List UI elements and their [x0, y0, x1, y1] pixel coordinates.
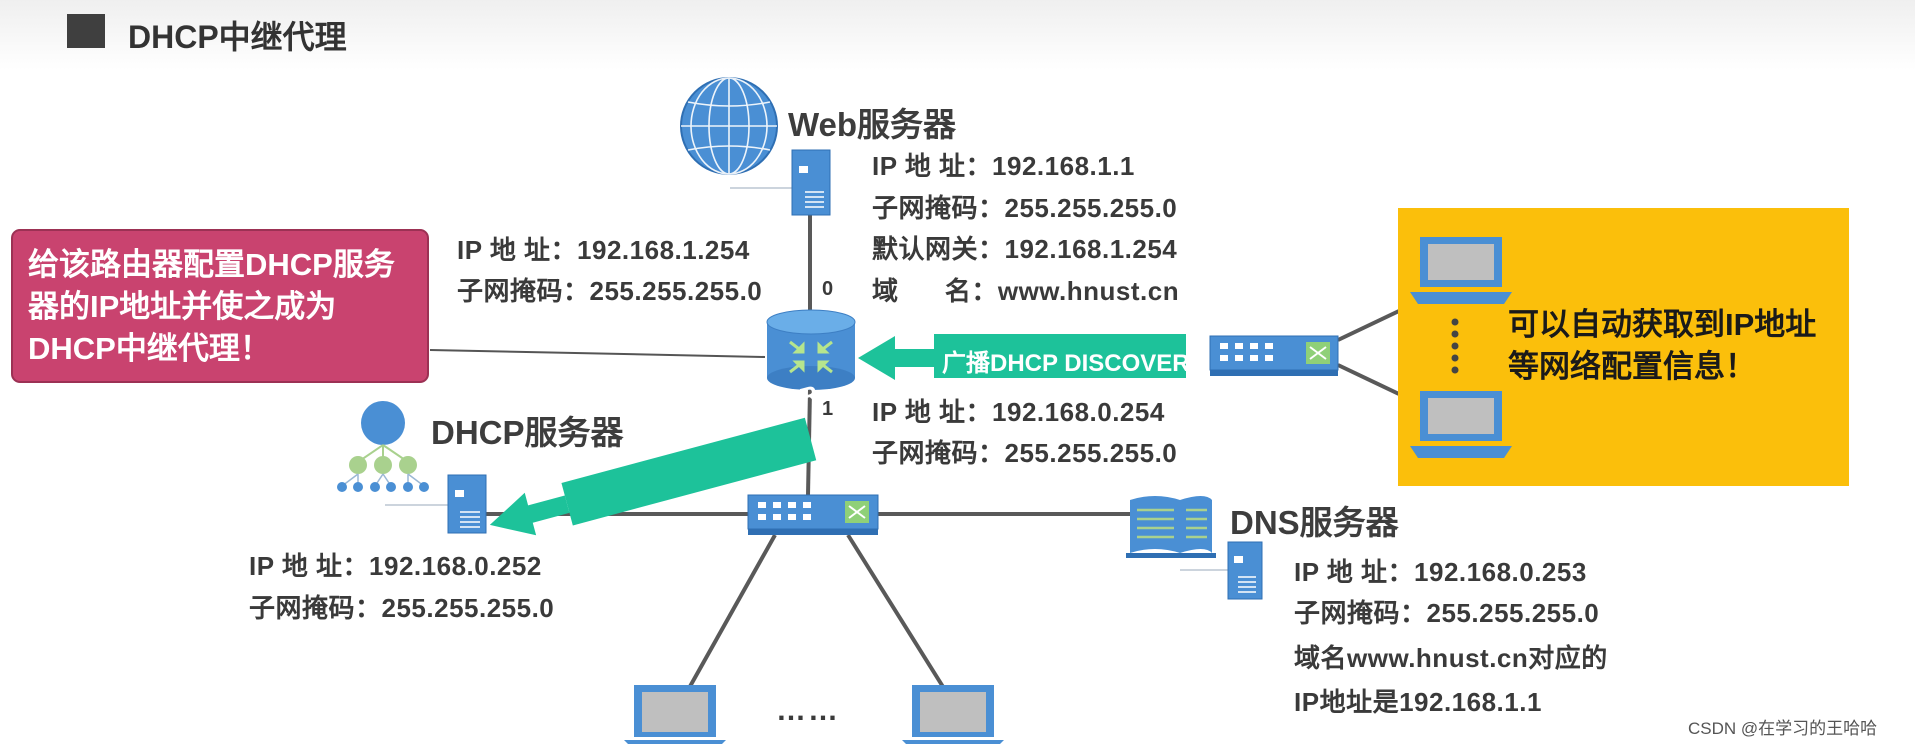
hierarchy-icon	[337, 401, 429, 492]
web-server-domain: 域 名：www.hnust.cn	[872, 276, 1180, 306]
web-server-name: Web服务器	[788, 106, 957, 143]
router-icon	[766, 309, 856, 390]
callout-pointer-line	[429, 349, 766, 358]
laptop-icon	[624, 685, 726, 744]
router-lower-ip: IP 地 址：192.168.0.254	[872, 397, 1165, 427]
unicast-arrow	[489, 417, 817, 536]
dns-note-line1: 域名www.hnust.cn对应的	[1294, 643, 1608, 673]
callout-text: 给该路由器配置DHCP服务器的IP地址并使之成为DHCP中继代理！	[28, 247, 395, 366]
watermark: CSDN @在学习的王哈哈	[1688, 719, 1878, 738]
callout-box	[11, 229, 429, 383]
laptop-icon	[902, 685, 1004, 744]
web-server-icon	[730, 149, 831, 216]
switch-icon	[1209, 335, 1339, 376]
web-server-gateway: 默认网关：192.168.1.254	[872, 234, 1178, 264]
router-port-1: 1	[822, 398, 834, 420]
laptop-icon	[1410, 237, 1512, 304]
book-icon	[1126, 496, 1216, 558]
dns-server-ip: IP 地 址：192.168.0.253	[1294, 557, 1587, 587]
dhcp-server-ip: IP 地 址：192.168.0.252	[249, 551, 542, 581]
title-square-icon	[67, 14, 105, 48]
router-lower-mask: 子网掩码：255.255.255.0	[872, 438, 1178, 468]
globe-icon	[680, 77, 778, 175]
hosts-ellipsis: ……	[776, 694, 840, 727]
client-info-text: 可以自动获取到IP地址等网络配置信息！	[1508, 307, 1817, 384]
switch-icon	[747, 494, 879, 535]
dns-server-name: DNS服务器	[1230, 504, 1399, 541]
page-title: DHCP中继代理	[128, 19, 347, 55]
broadcast-arrow	[858, 334, 1186, 380]
web-server-ip: IP 地 址：192.168.1.1	[872, 151, 1135, 181]
vertical-ellipsis	[1451, 318, 1459, 374]
dhcp-server-name: DHCP服务器	[431, 414, 624, 451]
broadcast-arrow-label: 广播DHCP DISCOVER	[942, 350, 1190, 377]
dns-server-icon	[1180, 541, 1263, 600]
laptop-icon	[1410, 391, 1512, 458]
router-upper-ip: IP 地 址：192.168.1.254	[457, 235, 750, 265]
dns-server-mask: 子网掩码：255.255.255.0	[1294, 598, 1600, 628]
router-port-0: 0	[822, 278, 834, 300]
dhcp-server-icon	[385, 474, 487, 534]
dhcp-server-mask: 子网掩码：255.255.255.0	[249, 593, 555, 623]
router-upper-mask: 子网掩码：255.255.255.0	[457, 276, 763, 306]
dns-note-line2: IP地址是192.168.1.1	[1294, 687, 1542, 717]
web-server-mask: 子网掩码：255.255.255.0	[872, 193, 1178, 223]
